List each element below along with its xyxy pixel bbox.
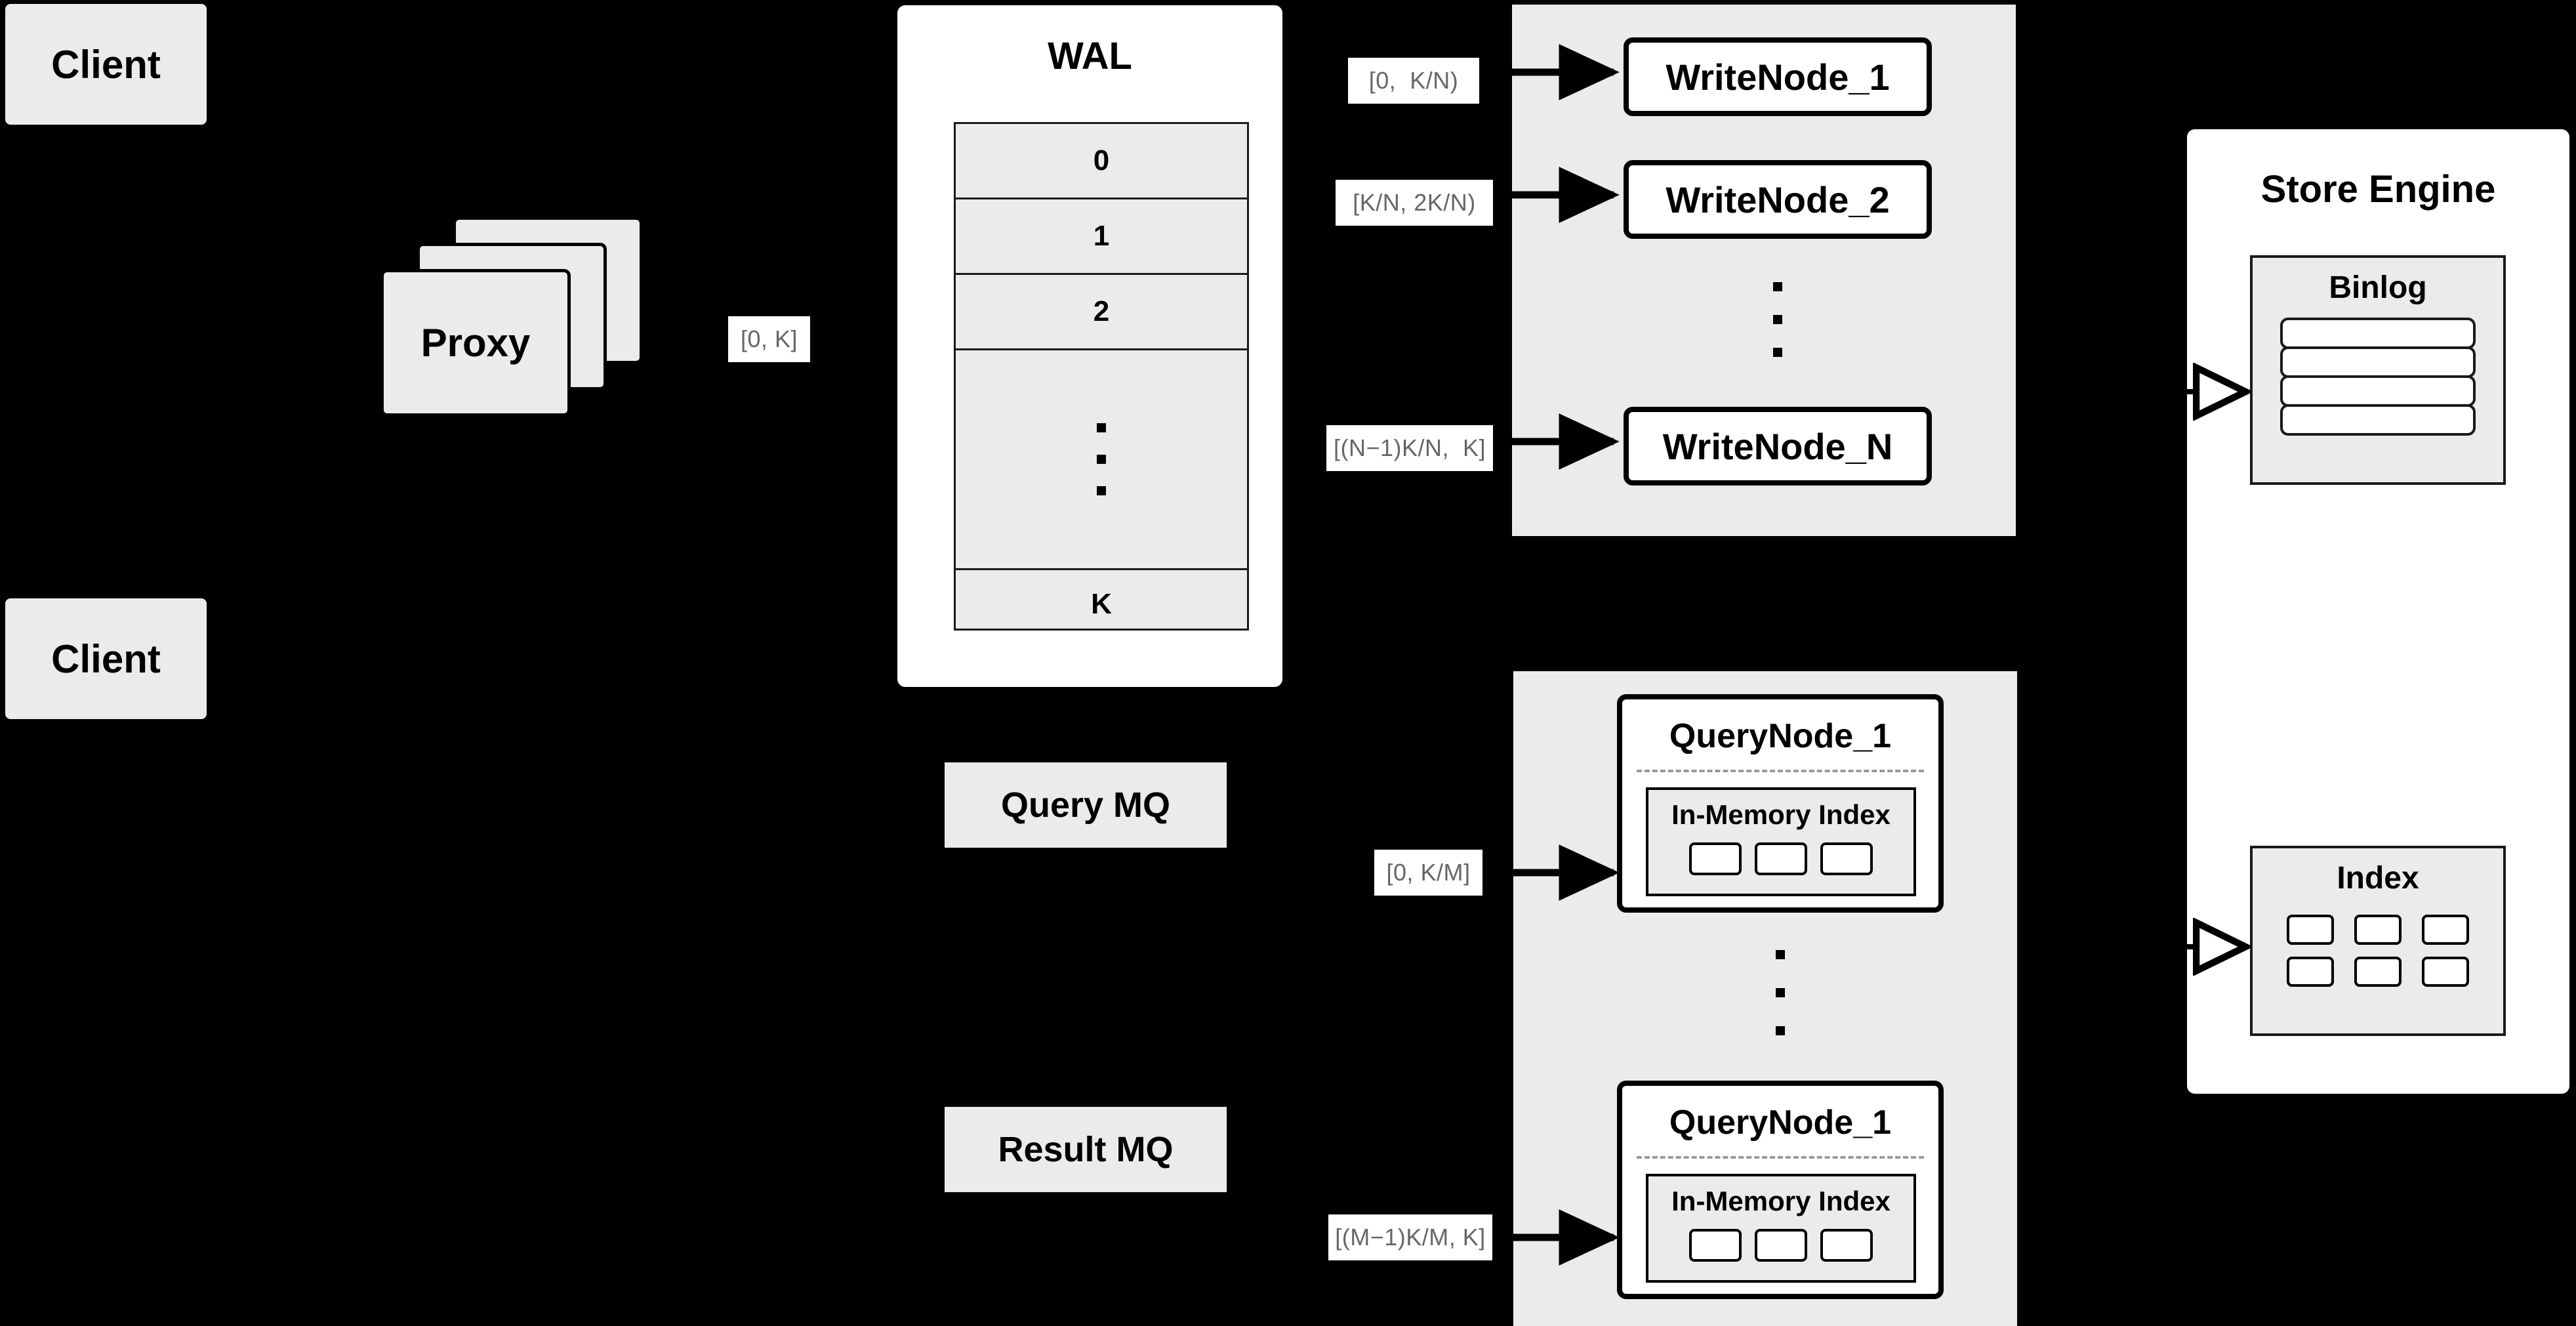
wal-panel: WAL 0 1 2 K xyxy=(897,5,1282,687)
in-memory-index-title: In-Memory Index xyxy=(1648,799,1913,831)
index-title-text: Index xyxy=(2337,861,2419,896)
write-node-1[interactable]: WriteNode_1 xyxy=(1624,37,1932,116)
client-node-2[interactable]: Client xyxy=(5,598,207,719)
proxy-stack[interactable]: Proxy xyxy=(380,217,669,433)
query-node-label: QueryNode_1 xyxy=(1669,1104,1892,1142)
result-mq-node[interactable]: Result MQ xyxy=(945,1107,1227,1192)
wal-table: 0 1 2 K xyxy=(954,122,1249,631)
in-memory-index-box: In-Memory Index xyxy=(1646,1174,1916,1283)
in-memory-index-label: In-Memory Index xyxy=(1671,1186,1891,1216)
write-node-2-range-label: [K/N, 2K/N) xyxy=(1336,180,1493,226)
proxy-node[interactable]: Proxy xyxy=(380,269,571,417)
proxy-range-text: [0, K] xyxy=(740,325,798,352)
write-node-label: WriteNode_1 xyxy=(1666,56,1890,98)
proxy-label: Proxy xyxy=(420,321,531,365)
query-mq-node[interactable]: Query MQ xyxy=(945,762,1227,848)
wal-row-label: 2 xyxy=(1093,295,1110,327)
write-node-ellipsis-icon xyxy=(1624,267,1932,372)
index-cell xyxy=(1820,842,1873,875)
in-memory-index-label: In-Memory Index xyxy=(1671,799,1891,830)
index-cell xyxy=(2354,915,2402,945)
store-engine-panel: Store Engine Binlog Index xyxy=(2187,129,2569,1094)
write-node-n-range-label: [(N−1)K/N, K] xyxy=(1326,425,1493,471)
index-cell xyxy=(1689,842,1742,875)
query-node-m-range-label: [(M−1)K/M, K] xyxy=(1328,1214,1492,1260)
range-text: [0, K/M] xyxy=(1386,859,1471,886)
store-engine-title-text: Store Engine xyxy=(2260,168,2496,211)
index-cell xyxy=(1689,1229,1742,1262)
client-label: Client xyxy=(51,42,161,87)
query-node-divider xyxy=(1637,1156,1924,1159)
query-node-ellipsis-icon xyxy=(1617,934,1944,1052)
client-label: Client xyxy=(51,636,161,681)
range-text: [K/N, 2K/N) xyxy=(1353,189,1476,216)
query-node-divider xyxy=(1637,770,1924,772)
query-node-title: QueryNode_1 xyxy=(1622,716,1938,756)
binlog-title-text: Binlog xyxy=(2329,270,2427,305)
range-text: [(M−1)K/M, K] xyxy=(1335,1224,1486,1251)
range-text: [0, K/N) xyxy=(1368,67,1459,94)
query-node-m[interactable]: QueryNode_1 In-Memory Index xyxy=(1617,1081,1944,1299)
wal-title: WAL xyxy=(897,34,1282,78)
query-mq-label: Query MQ xyxy=(1000,785,1171,825)
store-engine-title: Store Engine xyxy=(2187,167,2569,211)
query-node-1[interactable]: QueryNode_1 In-Memory Index xyxy=(1617,694,1944,913)
wal-row-label: K xyxy=(1091,588,1112,620)
binlog-title: Binlog xyxy=(2253,270,2503,306)
write-node-cluster: WriteNode_1 WriteNode_2 WriteNode_N xyxy=(1512,5,2016,536)
wal-row-k: K xyxy=(956,570,1247,638)
write-node-1-range-label: [0, K/N) xyxy=(1348,58,1479,104)
wal-row-ellipsis xyxy=(956,350,1247,570)
write-node-2[interactable]: WriteNode_2 xyxy=(1624,160,1932,239)
range-text: [(N−1)K/N, K] xyxy=(1333,434,1486,461)
vertical-ellipsis-icon xyxy=(1097,412,1106,507)
binlog-box: Binlog xyxy=(2250,255,2506,485)
index-box: Index xyxy=(2250,846,2506,1036)
wal-row-label: 0 xyxy=(1093,144,1110,176)
index-cell xyxy=(1755,842,1807,875)
write-node-label: WriteNode_2 xyxy=(1666,178,1890,220)
query-node-title: QueryNode_1 xyxy=(1622,1103,1938,1142)
index-title: Index xyxy=(2253,860,2503,896)
in-memory-index-box: In-Memory Index xyxy=(1646,787,1916,896)
proxy-range-label: [0, K] xyxy=(728,316,810,362)
query-node-label: QueryNode_1 xyxy=(1669,717,1892,755)
binlog-row xyxy=(2280,346,2476,378)
index-cell xyxy=(2286,957,2334,987)
write-node-n[interactable]: WriteNode_N xyxy=(1624,407,1932,486)
index-cell xyxy=(2354,957,2402,987)
in-memory-index-title: In-Memory Index xyxy=(1648,1186,1913,1217)
wal-title-text: WAL xyxy=(1048,35,1132,77)
binlog-row xyxy=(2280,404,2476,436)
binlog-row xyxy=(2280,318,2476,349)
query-node-1-range-label: [0, K/M] xyxy=(1374,850,1482,896)
binlog-row xyxy=(2280,375,2476,407)
wal-row-1: 1 xyxy=(956,199,1247,275)
wal-row-label: 1 xyxy=(1093,220,1110,252)
index-cell xyxy=(2422,915,2470,945)
client-node-1[interactable]: Client xyxy=(5,4,207,125)
write-node-label: WriteNode_N xyxy=(1662,425,1893,467)
index-cell xyxy=(1755,1229,1807,1262)
result-mq-label: Result MQ xyxy=(998,1130,1174,1169)
wal-row-0: 0 xyxy=(956,124,1247,199)
index-cell xyxy=(1820,1229,1873,1262)
wal-row-2: 2 xyxy=(956,275,1247,350)
index-cell xyxy=(2422,957,2470,987)
query-node-cluster: QueryNode_1 In-Memory Index xyxy=(1513,671,2017,1326)
index-cell xyxy=(2286,915,2334,945)
